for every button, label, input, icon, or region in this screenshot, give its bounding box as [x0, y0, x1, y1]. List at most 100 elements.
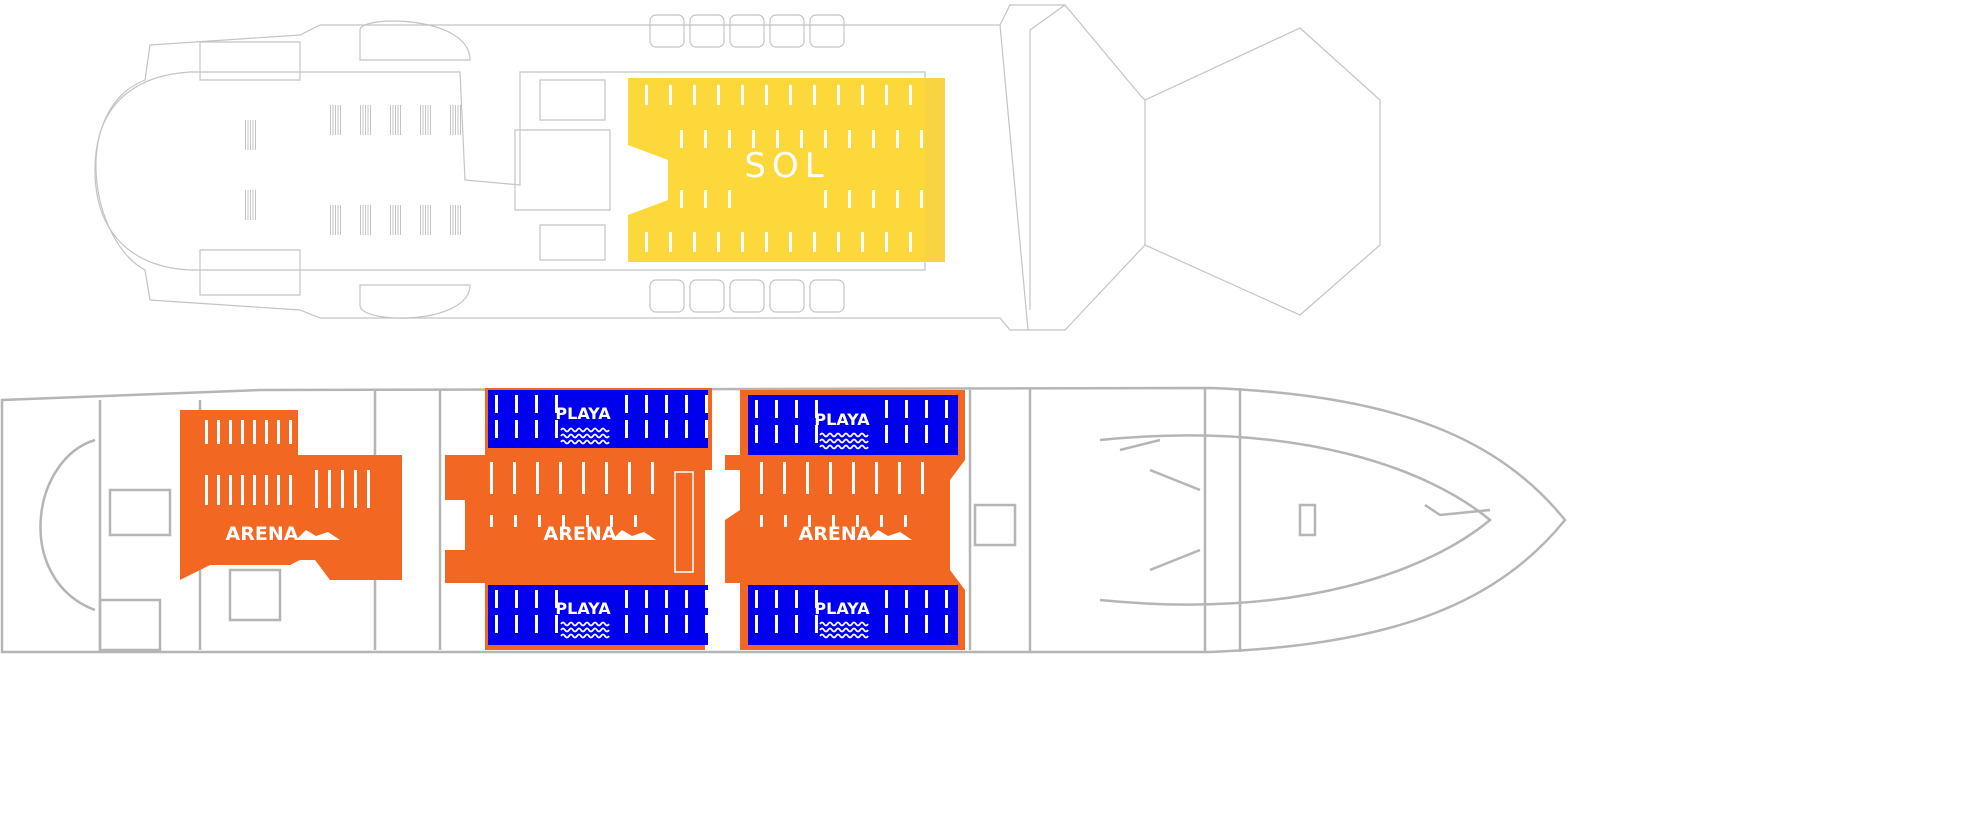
seat-mark	[490, 515, 493, 527]
seat-mark	[332, 205, 334, 235]
zone-label-playa-1: PLAYA	[555, 404, 611, 423]
seat-mark	[252, 120, 254, 150]
seat-mark	[397, 205, 399, 235]
seat-mark	[265, 420, 268, 444]
seat-mark	[330, 105, 331, 135]
seat-mark	[645, 395, 648, 413]
seat-mark	[795, 615, 798, 633]
seat-mark	[289, 420, 292, 444]
seat-mark	[815, 425, 818, 443]
seat-mark	[945, 615, 948, 633]
seat-mark	[824, 130, 827, 148]
seat-mark	[775, 400, 778, 418]
seat-mark	[495, 395, 498, 413]
seat-mark	[495, 615, 498, 633]
seat-mark	[255, 190, 256, 220]
seat-mark	[909, 85, 912, 105]
seat-mark	[427, 105, 429, 135]
seat-mark	[392, 105, 394, 135]
seat-mark	[808, 515, 811, 527]
seat-mark	[400, 105, 401, 135]
seat-mark	[837, 232, 840, 252]
seat-mark	[535, 590, 538, 608]
lower-seating	[205, 395, 968, 633]
seat-mark	[328, 470, 331, 508]
seat-mark	[277, 420, 280, 444]
seat-mark	[965, 615, 968, 633]
seat-mark	[360, 205, 361, 235]
seat-mark	[925, 590, 928, 608]
upper-deck: SOL	[94, 4, 1381, 331]
seat-mark	[495, 590, 498, 608]
seat-mark	[250, 120, 251, 150]
seat-mark	[420, 105, 421, 135]
seat-mark	[625, 395, 628, 413]
seat-mark	[515, 615, 518, 633]
zone-playa-1[interactable]	[488, 390, 708, 448]
seat-mark	[837, 85, 840, 105]
seat-mark	[815, 590, 818, 608]
seat-mark	[265, 475, 268, 505]
seat-mark	[397, 105, 399, 135]
zone-label-arena-1: ARENA	[226, 523, 299, 545]
seat-mark	[645, 420, 648, 438]
seat-mark	[252, 190, 254, 220]
seat-mark	[784, 515, 787, 527]
seat-mark	[425, 205, 426, 235]
zone-arena-2[interactable]	[445, 388, 712, 650]
seat-mark	[875, 462, 878, 494]
seat-mark	[755, 590, 758, 608]
seat-mark	[335, 105, 336, 135]
seat-mark	[645, 590, 648, 608]
seat-mark	[390, 105, 391, 135]
lower-deck: ARENA ARENA ARENA PLAYA PLAYA PLAYA PLAY…	[0, 386, 1567, 654]
seat-mark	[776, 130, 779, 148]
seat-mark	[693, 232, 696, 252]
seat-mark	[455, 105, 456, 135]
seat-mark	[354, 470, 357, 508]
seat-mark	[241, 475, 244, 505]
seat-mark	[247, 190, 249, 220]
seat-mark	[555, 615, 558, 633]
seat-mark	[885, 400, 888, 418]
seat-mark	[395, 205, 396, 235]
zone-label-playa-4: PLAYA	[814, 599, 870, 618]
seat-mark	[253, 420, 256, 444]
seat-mark	[253, 475, 256, 505]
seat-mark	[848, 190, 851, 208]
seat-mark	[450, 105, 451, 135]
seat-mark	[680, 130, 683, 148]
seat-mark	[457, 105, 459, 135]
seat-mark	[430, 105, 431, 135]
seat-mark	[965, 590, 968, 608]
seat-mark	[795, 400, 798, 418]
zone-playa-3[interactable]	[488, 585, 708, 645]
seat-mark	[370, 205, 371, 235]
seat-mark	[693, 85, 696, 105]
seat-mark	[885, 590, 888, 608]
seat-mark	[665, 395, 668, 413]
seat-mark	[789, 85, 792, 105]
seat-mark	[905, 590, 908, 608]
seat-mark	[945, 590, 948, 608]
seat-mark	[255, 120, 256, 150]
seat-mark	[925, 400, 928, 418]
seat-mark	[898, 462, 901, 494]
seat-mark	[341, 470, 344, 508]
seat-mark	[247, 120, 249, 150]
seat-mark	[360, 105, 361, 135]
seat-mark	[760, 462, 763, 494]
seat-mark	[229, 420, 232, 444]
seat-mark	[848, 130, 851, 148]
seat-mark	[856, 515, 859, 527]
seat-mark	[559, 462, 562, 494]
zone-sol[interactable]	[628, 78, 945, 262]
seat-mark	[335, 205, 336, 235]
seat-mark	[514, 515, 517, 527]
seat-mark	[452, 205, 454, 235]
seat-mark	[427, 205, 429, 235]
seat-mark	[705, 395, 708, 413]
seat-mark	[315, 470, 318, 508]
seat-mark	[728, 130, 731, 148]
seat-mark	[704, 130, 707, 148]
